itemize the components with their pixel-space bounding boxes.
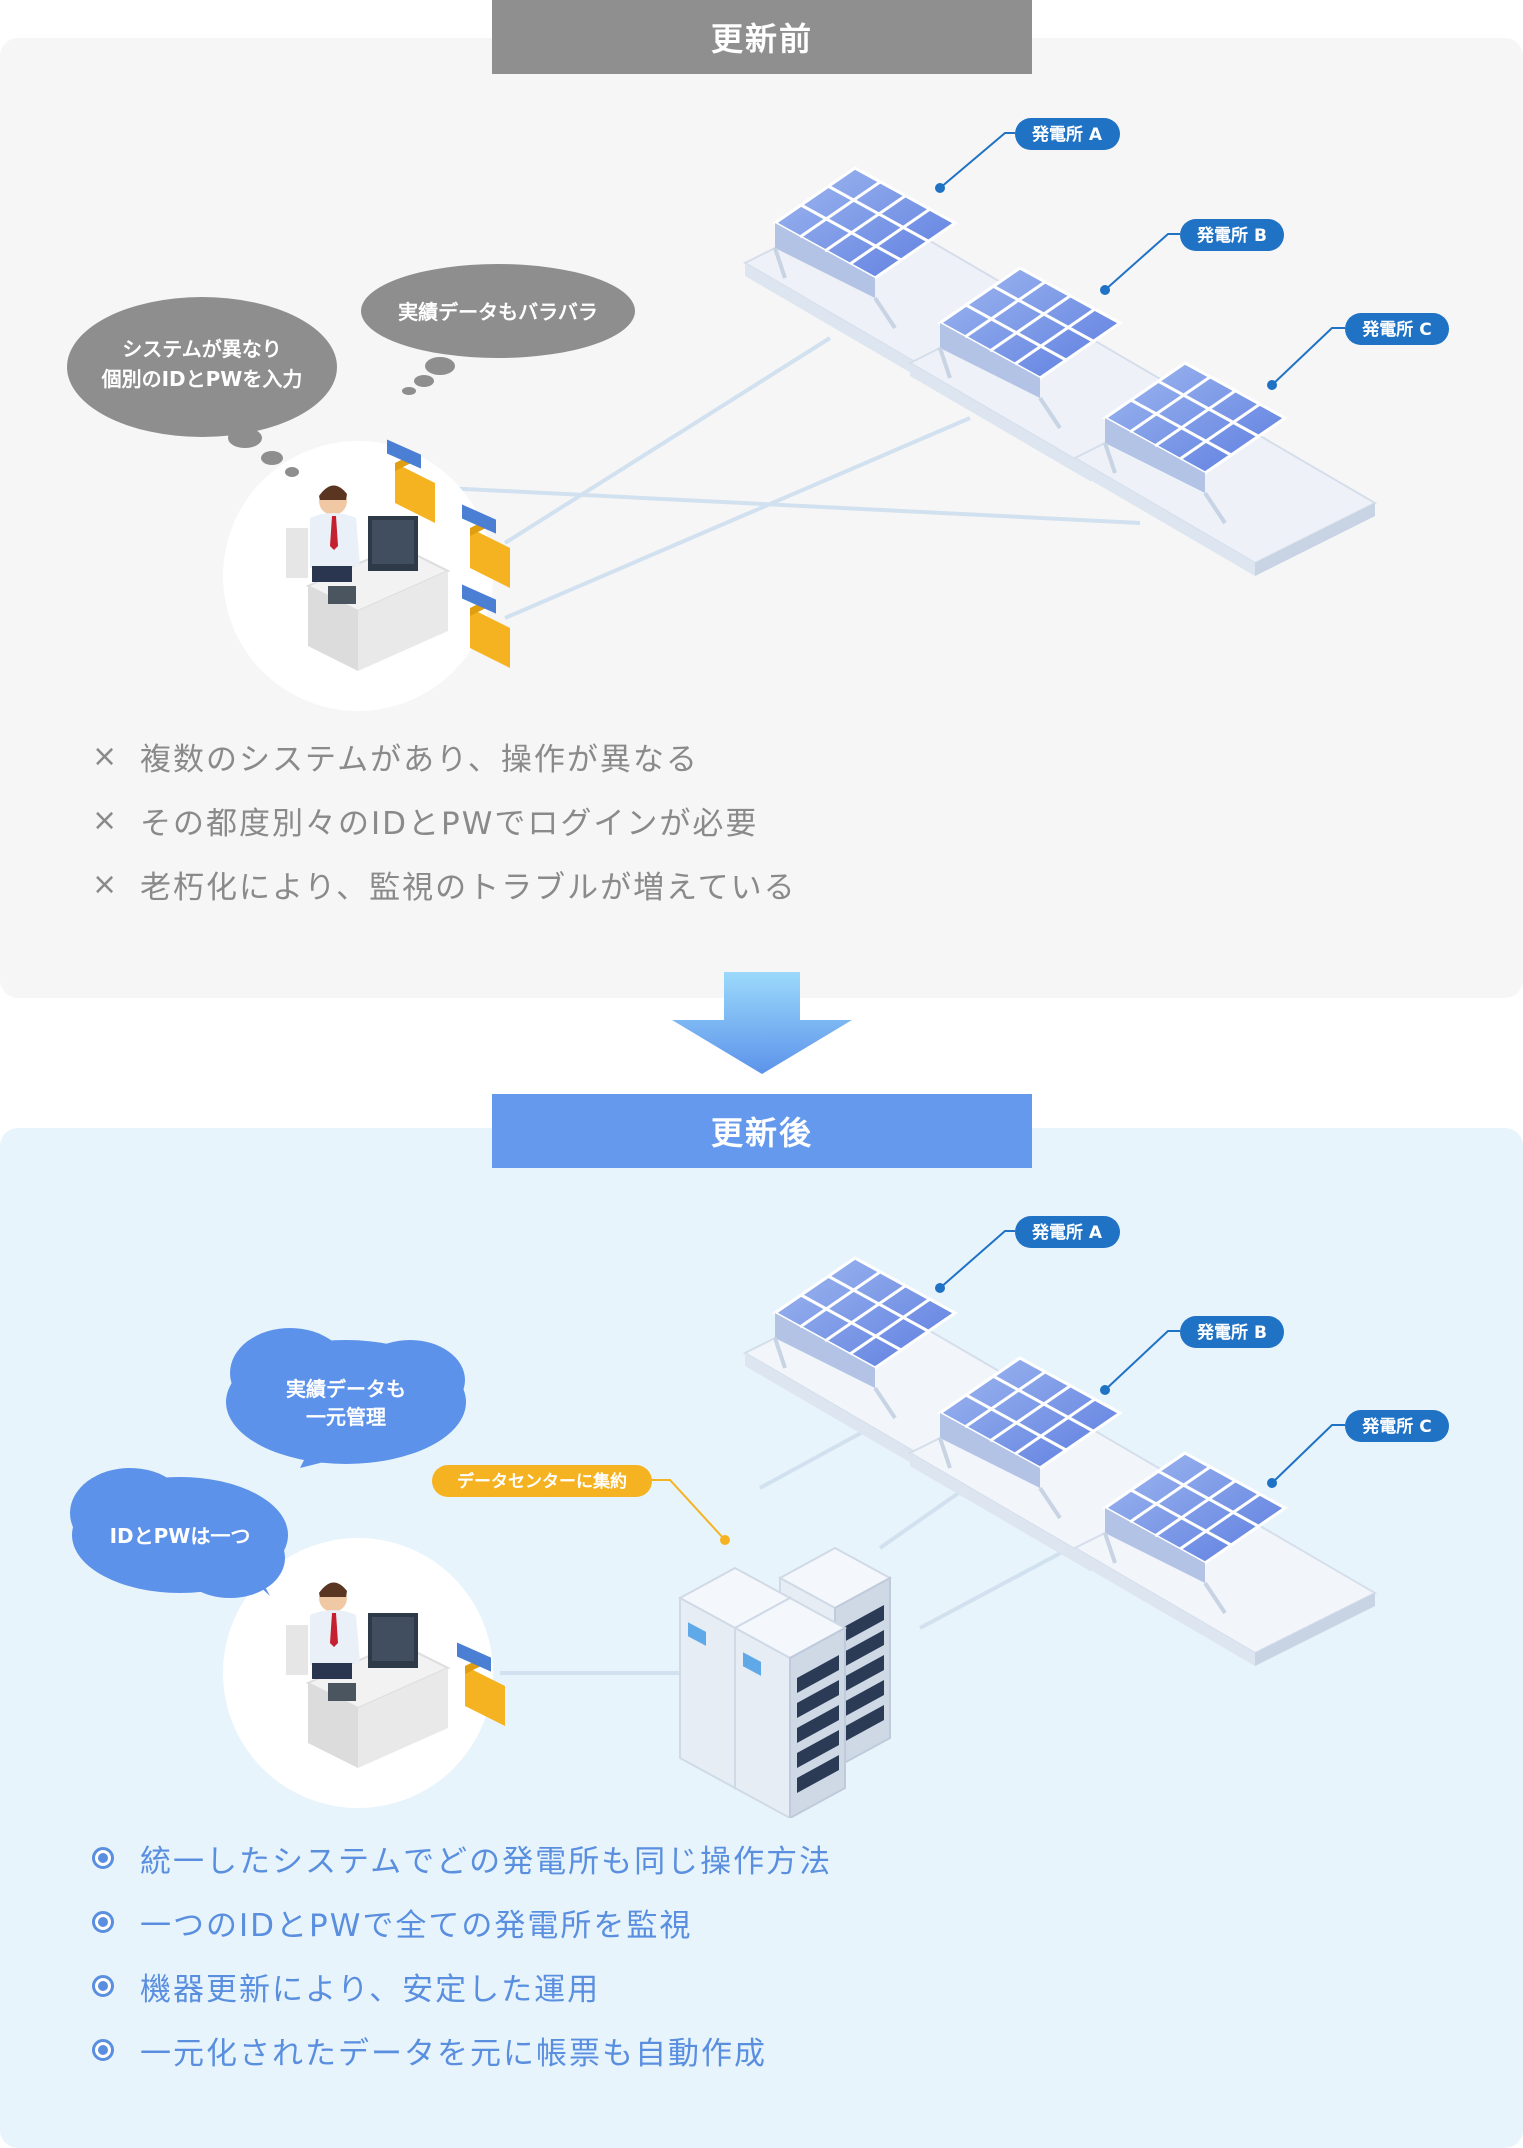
list-item: 一つのIDとPWで全ての発電所を監視 <box>92 1890 832 1954</box>
datacenter-label: データセンターに集約 <box>432 1465 730 1545</box>
server-rack-icon <box>679 1547 891 1818</box>
bubble-left-line2: 個別のIDとPWを入力 <box>101 367 303 391</box>
list-item: ×その都度別々のIDとPWでログインが必要 <box>92 802 759 842</box>
thought-bubble-right: 実績データもバラバラ <box>361 264 635 395</box>
bullet-dot-icon <box>92 1911 114 1933</box>
bullet-dot-icon <box>92 1975 114 1997</box>
plant-label-b: 発電所 B <box>1100 219 1284 295</box>
plant-label-c: 発電所 C <box>1267 313 1449 390</box>
thought-bubble-left: システムが異なり 個別のIDとPWを入力 <box>67 297 337 477</box>
after-header: 更新後 <box>492 1094 1032 1168</box>
list-item: 機器更新により、安定した運用 <box>92 1954 832 2018</box>
after-illustration: 発電所 A 発電所 B 発電所 C データセンターに集約 <box>70 1216 1449 1818</box>
list-item: ×複数のシステムがあり、操作が異なる <box>92 738 699 778</box>
bubble-top-line2: 一元管理 <box>306 1405 386 1429</box>
before-illustration: 発電所 A 発電所 B 発電所 C システムが異なり 個別のIDとPWを入力 実… <box>67 118 1449 712</box>
connector-lines <box>444 336 1141 620</box>
datacenter-label-text: データセンターに集約 <box>457 1471 627 1492</box>
before-bullet-list: ×複数のシステムがあり、操作が異なる ×その都度別々のIDとPWでログインが必要… <box>92 724 797 916</box>
bubble-left-line1: システムが異なり <box>122 337 281 361</box>
plant-label-c-text: 発電所 C <box>1361 1416 1431 1437</box>
bubble-bottom-text: IDとPWは一つ <box>110 1524 251 1548</box>
list-item: 一元化されたデータを元に帳票も自動作成 <box>92 2018 832 2082</box>
plant-label-a: 発電所 A <box>935 118 1120 193</box>
bubble-top-line1: 実績データも <box>286 1377 406 1401</box>
speech-bubble-bottom: IDとPWは一つ <box>70 1468 288 1598</box>
plant-label-c-text: 発電所 C <box>1361 319 1431 340</box>
after-bullet-list: 統一したシステムでどの発電所も同じ操作方法 一つのIDとPWで全ての発電所を監視… <box>92 1826 832 2082</box>
list-item: ×老朽化により、監視のトラブルが増えている <box>92 866 797 906</box>
speech-bubble-top: 実績データも 一元管理 <box>226 1328 466 1468</box>
bullet-dot-icon <box>92 2039 114 2061</box>
plant-label-a-text: 発電所 A <box>1031 1222 1103 1243</box>
folder-icon <box>457 1642 505 1726</box>
down-arrow-icon <box>672 972 852 1074</box>
list-item: 統一したシステムでどの発電所も同じ操作方法 <box>92 1826 832 1890</box>
before-header: 更新前 <box>492 0 1032 74</box>
bullet-dot-icon <box>92 1847 114 1869</box>
plant-label-a: 発電所 A <box>935 1216 1120 1293</box>
plant-label-a-text: 発電所 A <box>1031 124 1103 145</box>
office-worker-icon <box>222 440 494 712</box>
plant-label-c: 発電所 C <box>1267 1410 1449 1488</box>
plant-label-b-text: 発電所 B <box>1196 225 1267 246</box>
plant-label-b: 発電所 B <box>1100 1316 1284 1395</box>
cross-icon: × <box>92 802 118 838</box>
cross-icon: × <box>92 738 118 774</box>
bubble-right-text: 実績データもバラバラ <box>398 300 598 324</box>
cross-icon: × <box>92 866 118 902</box>
plant-label-b-text: 発電所 B <box>1196 1322 1267 1343</box>
